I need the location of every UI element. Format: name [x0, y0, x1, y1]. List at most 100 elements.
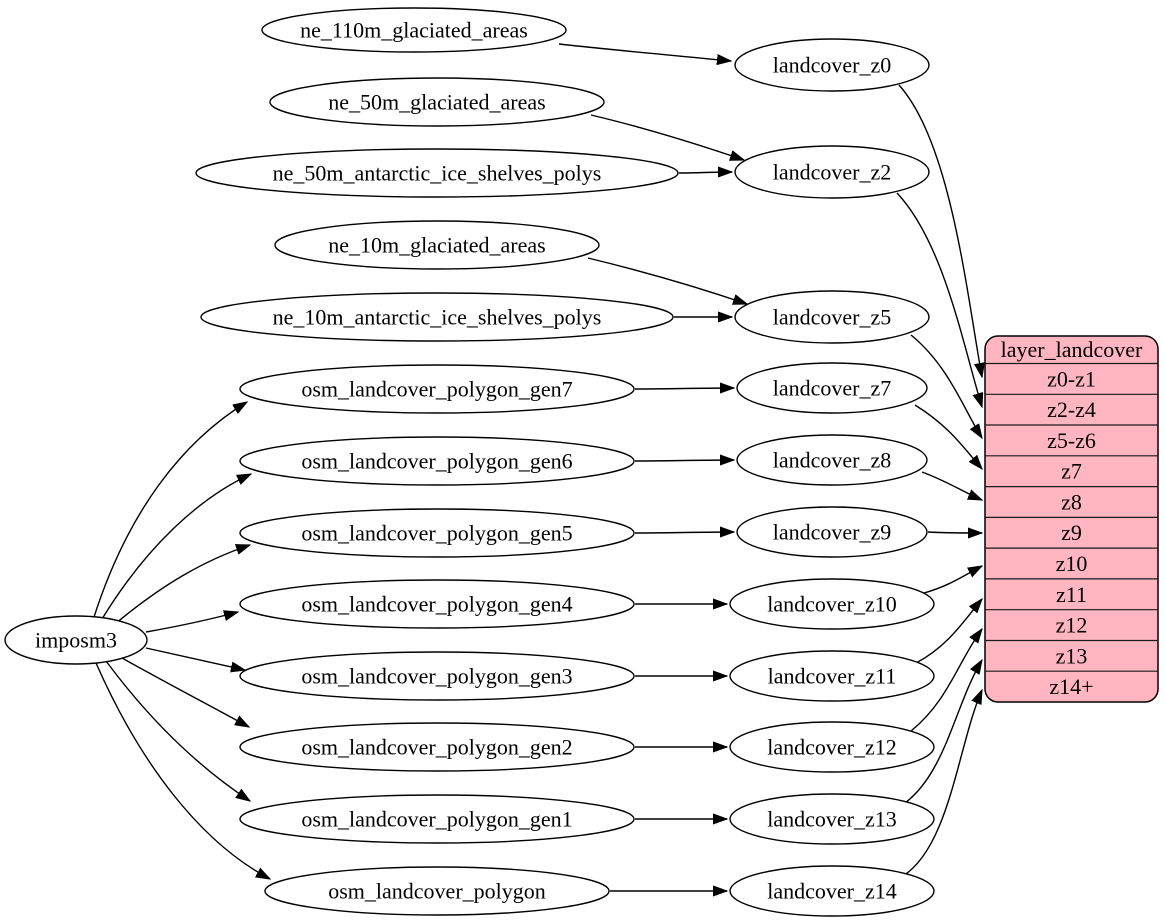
node-ne-50m-antarctic-ice-shelves-polys: ne_50m_antarctic_ice_shelves_polys	[195, 148, 679, 198]
layer-landcover-table-bg	[984, 335, 1159, 703]
table-row-z14plus: z14+	[1049, 674, 1093, 699]
edge-ne-10m-glaciated-areas-to-landcover-z5	[587, 257, 747, 304]
landcover-z5-ellipse	[734, 290, 930, 344]
ne-10m-antarctic-ice-shelves-polys-label: ne_10m_antarctic_ice_shelves_polys	[273, 305, 602, 330]
edge-imposm3-to-osm-landcover-polygon-gen4	[145, 612, 238, 633]
edge-imposm3-to-osm-landcover-polygon-gen6	[101, 473, 251, 620]
ne-10m-glaciated-areas-ellipse	[274, 220, 600, 270]
table-row-z2-z4: z2-z4	[1047, 397, 1096, 422]
edge-landcover-z9-to-row-z9	[927, 532, 982, 533]
ne-10m-antarctic-ice-shelves-polys-ellipse	[200, 292, 674, 342]
edge-landcover-z7-to-row-z7	[914, 404, 982, 469]
osm-landcover-polygon-gen1-label: osm_landcover_polygon_gen1	[301, 807, 572, 832]
edge-imposm3-to-osm-landcover-polygon-gen2	[121, 657, 249, 727]
node-landcover-z11: landcover_z11	[729, 650, 935, 702]
node-landcover-z2: landcover_z2	[734, 145, 930, 199]
landcover-z2-label: landcover_z2	[773, 160, 892, 185]
osm-landcover-polygon-gen3-label: osm_landcover_polygon_gen3	[301, 664, 572, 689]
node-ne-50m-glaciated-areas: ne_50m_glaciated_areas	[269, 77, 605, 127]
edge-imposm3-to-osm-landcover-polygon-gen5	[114, 545, 250, 625]
table-row-z8: z8	[1061, 490, 1082, 515]
table-row-z9: z9	[1061, 520, 1082, 545]
edge-imposm3-to-osm-landcover-polygon	[95, 662, 270, 879]
node-landcover-z14: landcover_z14	[729, 865, 935, 917]
osm-landcover-polygon-gen4-ellipse	[239, 579, 635, 629]
table-row-z0-z1: z0-z1	[1047, 366, 1096, 391]
layer-landcover-table: layer_landcover z0-z1 z2-z4 z5-z6 z7 z8 …	[984, 335, 1159, 703]
edge-landcover-z10-to-row-z10	[923, 566, 982, 594]
node-landcover-z0: landcover_z0	[734, 38, 930, 92]
osm-landcover-polygon-gen7-ellipse	[239, 364, 635, 414]
landcover-z13-label: landcover_z13	[767, 807, 897, 832]
edge-landcover-z12-to-row-z12	[910, 629, 982, 732]
landcover-z8-label: landcover_z8	[773, 448, 892, 473]
ne-110m-glaciated-areas-label: ne_110m_glaciated_areas	[300, 18, 528, 43]
node-imposm3: imposm3	[4, 615, 148, 665]
ne-10m-glaciated-areas-label: ne_10m_glaciated_areas	[328, 233, 545, 258]
node-osm-landcover-polygon-gen1: osm_landcover_polygon_gen1	[239, 794, 635, 844]
node-osm-landcover-polygon-gen5: osm_landcover_polygon_gen5	[239, 508, 635, 558]
node-landcover-z10: landcover_z10	[729, 578, 935, 630]
osm-landcover-polygon-gen1-ellipse	[239, 794, 635, 844]
osm-landcover-polygon-gen2-label: osm_landcover_polygon_gen2	[301, 735, 572, 760]
ne-110m-glaciated-areas-ellipse	[261, 7, 567, 53]
node-osm-landcover-polygon-gen2: osm_landcover_polygon_gen2	[239, 722, 635, 772]
edge-landcover-z0-to-row-z0-z1	[898, 84, 982, 377]
landcover-z11-ellipse	[729, 650, 935, 702]
landcover-z13-ellipse	[729, 793, 935, 845]
landcover-z14-ellipse	[729, 865, 935, 917]
osm-landcover-polygon-gen2-ellipse	[239, 722, 635, 772]
edge-landcover-z14-to-row-z14plus	[902, 690, 983, 877]
table-row-z12: z12	[1056, 613, 1088, 638]
node-landcover-z9: landcover_z9	[736, 506, 928, 558]
landcover-z10-ellipse	[729, 578, 935, 630]
imposm3-label: imposm3	[35, 628, 117, 653]
osm-landcover-polygon-gen6-ellipse	[239, 436, 635, 486]
node-landcover-z8: landcover_z8	[736, 434, 928, 486]
edge-landcover-z11-to-row-z11	[915, 599, 982, 664]
landcover-z9-label: landcover_z9	[773, 520, 892, 545]
ne-50m-glaciated-areas-label: ne_50m_glaciated_areas	[328, 90, 545, 115]
table-row-z5-z6: z5-z6	[1047, 428, 1096, 453]
table-row-z13: z13	[1056, 643, 1088, 668]
edge-landcover-z8-to-row-z8	[921, 471, 982, 501]
landcover-z10-label: landcover_z10	[767, 592, 897, 617]
osm-landcover-polygon-ellipse	[264, 866, 610, 916]
edge-imposm3-to-osm-landcover-polygon-gen7	[93, 402, 247, 618]
node-landcover-z5: landcover_z5	[734, 290, 930, 344]
edge-ne-50m-antarctic-ice-shelves-polys-to-landcover-z2	[678, 172, 732, 173]
landcover-z5-label: landcover_z5	[773, 305, 892, 330]
landcover-z11-label: landcover_z11	[768, 664, 897, 689]
node-landcover-z7: landcover_z7	[736, 362, 928, 414]
landcover-z12-label: landcover_z12	[767, 735, 897, 760]
edge-ne-110m-glaciated-areas-to-landcover-z0	[558, 43, 731, 61]
ne-50m-glaciated-areas-ellipse	[269, 77, 605, 127]
edge-osm-landcover-polygon-gen7-to-landcover-z7	[634, 388, 734, 389]
edge-ne-50m-glaciated-areas-to-landcover-z2	[590, 114, 744, 160]
edge-landcover-z13-to-row-z13	[904, 660, 982, 804]
edges	[93, 43, 983, 891]
layer-landcover-title: layer_landcover	[1001, 337, 1143, 362]
node-ne-110m-glaciated-areas: ne_110m_glaciated_areas	[261, 7, 567, 53]
table-row-z7: z7	[1061, 459, 1082, 484]
node-osm-landcover-polygon: osm_landcover_polygon	[264, 866, 610, 916]
ne-50m-antarctic-ice-shelves-polys-ellipse	[195, 148, 679, 198]
landcover-z7-label: landcover_z7	[773, 376, 892, 401]
osm-landcover-polygon-gen7-label: osm_landcover_polygon_gen7	[301, 377, 572, 402]
osm-landcover-polygon-gen5-ellipse	[239, 508, 635, 558]
edge-imposm3-to-osm-landcover-polygon-gen3	[145, 647, 245, 670]
osm-landcover-polygon-gen5-label: osm_landcover_polygon_gen5	[301, 521, 572, 546]
edge-osm-landcover-polygon-gen6-to-landcover-z8	[634, 460, 734, 461]
node-osm-landcover-polygon-gen7: osm_landcover_polygon_gen7	[239, 364, 635, 414]
edge-imposm3-to-osm-landcover-polygon-gen1	[105, 660, 250, 801]
node-osm-landcover-polygon-gen3: osm_landcover_polygon_gen3	[239, 651, 635, 701]
osm-landcover-polygon-label: osm_landcover_polygon	[328, 879, 546, 904]
node-ne-10m-antarctic-ice-shelves-polys: ne_10m_antarctic_ice_shelves_polys	[200, 292, 674, 342]
landcover-z2-ellipse	[734, 145, 930, 199]
node-landcover-z13: landcover_z13	[729, 793, 935, 845]
node-landcover-z12: landcover_z12	[729, 721, 935, 773]
landcover-z8-ellipse	[736, 434, 928, 486]
edge-landcover-z2-to-row-z2-z4	[896, 192, 982, 407]
node-osm-landcover-polygon-gen6: osm_landcover_polygon_gen6	[239, 436, 635, 486]
